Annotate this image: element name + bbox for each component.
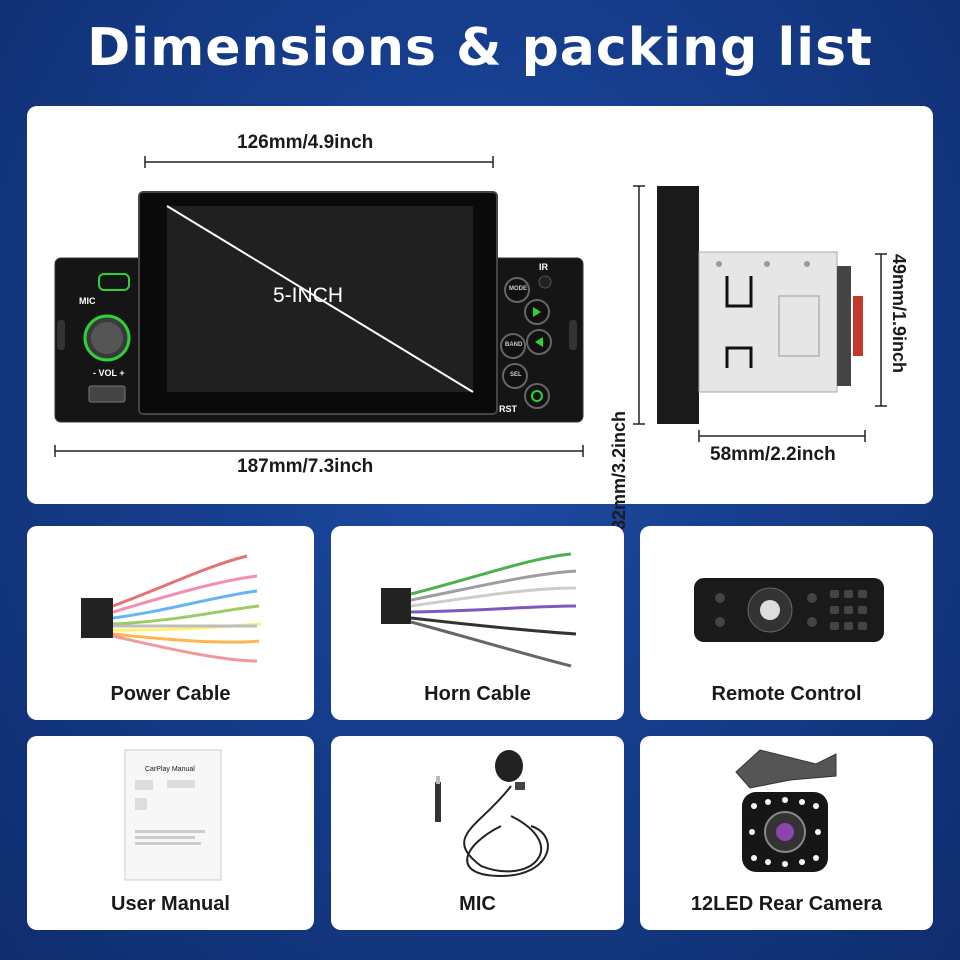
screen-size-label: 5-INCH xyxy=(273,284,344,307)
mode-button: MODE xyxy=(509,286,527,292)
horn-cable-icon xyxy=(381,552,577,668)
total-width-label: 187mm/7.3inch xyxy=(237,456,374,477)
item-label: 12LED Rear Camera xyxy=(690,893,883,915)
radio-side-view xyxy=(657,186,863,424)
item-card-rear-camera: 12LED Rear Camera xyxy=(640,736,933,930)
vol-label: - VOL + xyxy=(93,368,125,378)
depth-label: 58mm/2.2inch xyxy=(710,444,836,465)
item-card-power-cable: Power Cable xyxy=(27,526,314,720)
front-width-label: 126mm/4.9inch xyxy=(237,132,374,153)
item-card-remote-control: Remote Control xyxy=(640,526,933,720)
power-cable-icon xyxy=(81,554,262,663)
manual-title: CarPlay Manual xyxy=(145,766,195,773)
dimension-lines xyxy=(54,156,887,457)
item-card-user-manual: CarPlay Manual User Manual xyxy=(27,736,314,930)
rst-label: RST xyxy=(499,404,517,414)
radio-front-view xyxy=(54,191,584,423)
item-label: MIC xyxy=(459,893,496,915)
mic-icon xyxy=(435,750,549,878)
band-button: BAND xyxy=(505,342,523,348)
remote-control-icon xyxy=(694,578,884,642)
mic-port-label: MIC xyxy=(79,296,96,306)
user-manual-icon xyxy=(124,749,222,881)
sel-button: SEL xyxy=(510,372,522,378)
page-title: Dimensions & packing list xyxy=(87,18,873,78)
ir-label: IR xyxy=(539,262,548,272)
dimensions-panel: 126mm/4.9inch 187mm/7.3inch 58mm/2.2inch… xyxy=(27,106,933,530)
item-label: User Manual xyxy=(111,893,230,915)
rear-camera-icon xyxy=(735,749,837,872)
item-card-mic: MIC xyxy=(331,736,624,930)
item-label: Horn Cable xyxy=(424,683,531,705)
item-label: Remote Control xyxy=(711,683,862,705)
item-label: Power Cable xyxy=(110,683,231,705)
item-card-horn-cable: Horn Cable xyxy=(331,526,624,720)
